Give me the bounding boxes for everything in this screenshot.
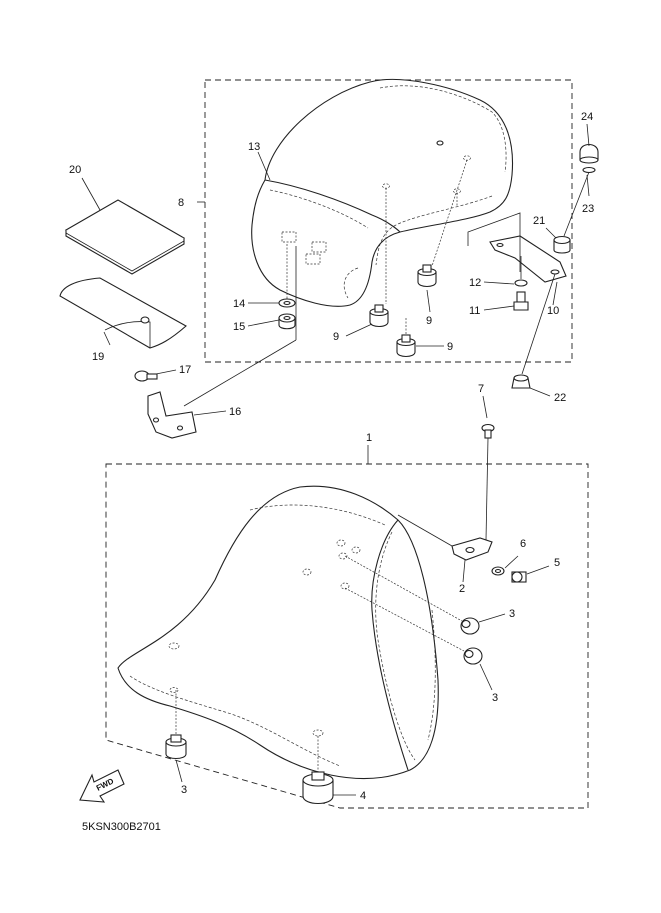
bracket-2 [397,514,493,561]
bracket-16 [147,391,197,439]
diagram-code: 5KSN300B2701 [82,821,161,833]
label-4: 4 [360,790,366,802]
label-13: 13 [248,141,260,153]
damper-3-c [165,734,187,760]
label-12: 12 [469,277,481,289]
grommet-21 [553,235,571,254]
rear-seat-cushion [251,78,514,307]
label-17: 17 [179,364,191,376]
label-14: 14 [233,298,245,310]
bolt-5 [511,571,527,583]
damper-9-a [417,264,437,288]
label-11: 11 [469,305,480,317]
washer-23 [582,166,596,174]
washer-12 [514,279,528,287]
main-seat-group-frame [105,463,589,809]
label-1: 1 [366,432,372,444]
label-5: 5 [554,557,560,569]
label-24: 24 [581,111,593,123]
screw-17 [134,370,158,382]
label-23: 23 [582,203,594,215]
label-9-a: 9 [333,331,339,343]
label-2: 2 [459,583,465,595]
label-3-a: 3 [509,608,515,620]
label-15: 15 [233,321,245,333]
leader-lines [81,123,590,796]
cap-nut-24 [579,143,599,164]
nut-22 [511,374,531,389]
label-3-c: 3 [181,784,187,796]
bolt-11 [513,291,529,311]
label-20: 20 [69,164,81,176]
damper-3-b [463,647,483,665]
label-3-b: 3 [492,692,498,704]
damper-3-a [460,617,480,635]
label-9-c: 9 [447,341,453,353]
nut-15 [278,313,296,330]
holder-19 [59,277,187,349]
washer-6 [491,566,505,576]
bracket-10 [467,212,567,283]
label-8: 8 [178,197,184,209]
label-21: 21 [533,215,545,227]
damper-9-c [396,334,416,358]
damper-9-b [369,304,389,328]
main-seat-cushion [117,485,439,780]
label-10: 10 [547,305,559,317]
label-7: 7 [478,383,484,395]
screw-7 [481,423,495,439]
label-9-b: 9 [426,315,432,327]
owners-manual-20 [64,199,186,275]
label-22: 22 [554,392,566,404]
damper-4 [302,771,334,805]
washer-14 [278,298,296,308]
label-19: 19 [92,351,104,363]
label-6: 6 [520,538,526,550]
forward-arrow-icon: FWD [79,769,125,803]
part-number-labels: 1 2 3 3 3 4 5 6 7 8 9 9 9 10 11 12 13 14… [69,111,594,802]
label-16: 16 [229,406,241,418]
